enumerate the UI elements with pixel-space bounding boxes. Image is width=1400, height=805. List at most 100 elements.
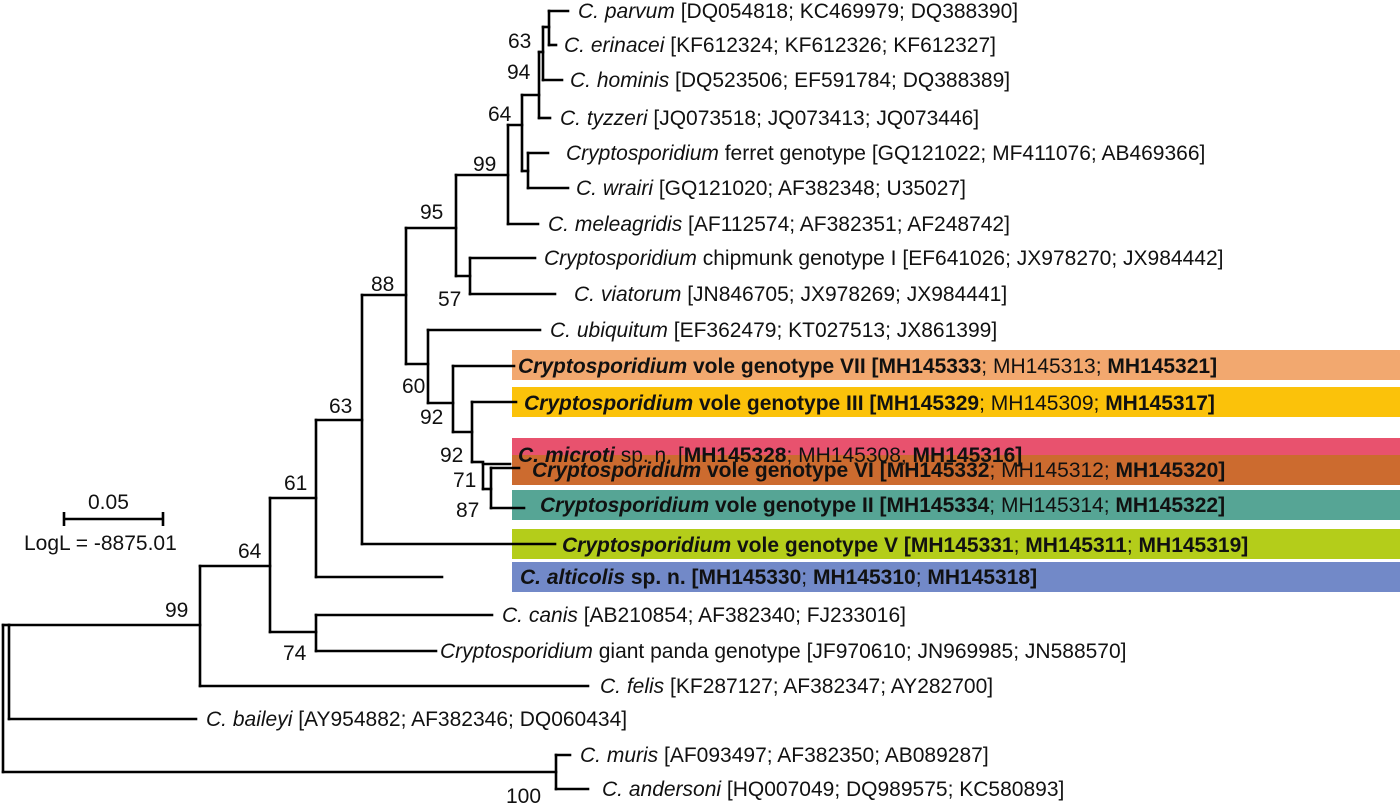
bracket: [ — [864, 392, 877, 415]
accession-number: KF287127 — [676, 675, 773, 698]
species-name: Cryptosporidium — [518, 355, 687, 378]
separator: ; — [789, 283, 801, 306]
accession-number: AB210854 — [590, 604, 688, 627]
taxon-label-felis: C. felis [KF287127; AF382347; AY282700] — [600, 675, 993, 698]
species-name: C. ubiquitum — [550, 319, 668, 342]
log-likelihood-label: LogL = -8875.01 — [24, 532, 177, 555]
bootstrap-values: 63 94 64 99 95 57 88 60 92 92 71 87 63 6… — [165, 30, 541, 805]
highlight-box-alticolis — [512, 562, 1400, 592]
taxon-label-viatorum: C. viatorum [JN846705; JX978269; JX98444… — [574, 283, 1007, 306]
accession-number: KC580893 — [959, 778, 1058, 801]
species-name: C. viatorum — [574, 283, 681, 306]
bootstrap-value: 64 — [488, 103, 512, 126]
bootstrap-value: 63 — [329, 395, 352, 418]
separator: ; — [401, 708, 412, 731]
accession-number: MH145321 — [1107, 355, 1210, 378]
bracket: ] — [1030, 566, 1037, 589]
separator: ; — [795, 604, 807, 627]
taxon-labels: C. parvum [DQ054818; KC469979; DQ388390]… — [206, 0, 1248, 801]
separator: ; — [834, 778, 846, 801]
accession-number: AF248742 — [907, 213, 1004, 236]
taxon-label-panda: Cryptosporidium giant panda genotype [JF… — [440, 640, 1127, 663]
accession-number: EF641026 — [908, 247, 1005, 270]
taxon-suffix: ferret genotype — [719, 142, 866, 165]
accession-number: MH145317 — [1105, 392, 1208, 415]
separator: ; — [1091, 142, 1102, 165]
bootstrap-value: 87 — [456, 499, 479, 522]
accession-number: AF093497 — [670, 744, 767, 767]
accession-number: JN846705 — [693, 283, 789, 306]
highlight-box-vole-vi — [512, 455, 1400, 485]
bootstrap-value: 63 — [508, 30, 531, 53]
bracket: [ — [292, 708, 304, 731]
highlight-boxes — [512, 350, 1400, 592]
separator: ; — [688, 604, 699, 627]
separator: ; — [948, 778, 960, 801]
separator: ; — [788, 0, 800, 23]
accession-number: DQ989575 — [846, 778, 948, 801]
bootstrap-value: 64 — [238, 540, 262, 563]
taxon-suffix: chipmunk genotype I — [697, 247, 897, 270]
bootstrap-value: 71 — [453, 469, 476, 492]
taxon-label-baileyi: C. baileyi [AY954882; AF382346; DQ060434… — [206, 708, 627, 731]
bracket: [ — [721, 778, 733, 801]
bootstrap-value: 99 — [473, 153, 496, 176]
accession-number: MH145308 — [798, 444, 901, 467]
bracket: [ — [686, 566, 699, 589]
bootstrap-value: 61 — [284, 472, 307, 495]
bootstrap-value: 99 — [165, 599, 188, 622]
taxon-label-parvum: C. parvum [DQ054818; KC469979; DQ388390] — [578, 0, 1018, 23]
separator: ; — [891, 69, 903, 92]
bracket: ] — [1241, 534, 1248, 557]
bracket: ] — [1015, 444, 1022, 467]
taxon-label-chipmunk: Cryptosporidium chipmunk genotype I [EF6… — [544, 247, 1223, 270]
accession-number: JX984442 — [1123, 247, 1218, 270]
separator: ; — [756, 107, 768, 130]
accession-number: DQ060434 — [520, 708, 622, 731]
species-name: C. tyzzeri — [560, 107, 649, 130]
taxon-suffix: vole genotype III — [693, 392, 863, 415]
taxon-label-ferret: Cryptosporidium ferret genotype [GQ12102… — [566, 142, 1205, 165]
accession-number: FJ233016 — [807, 604, 900, 627]
species-name: C. erinacei — [564, 34, 666, 57]
separator: ; — [865, 107, 877, 130]
species-name: C. felis — [600, 675, 665, 698]
bracket: ] — [1121, 640, 1127, 663]
accession-number: JX984441 — [907, 283, 1002, 306]
bootstrap-value: 92 — [420, 406, 443, 429]
separator: ; — [906, 640, 918, 663]
bootstrap-value: 60 — [402, 375, 425, 398]
bracket: [ — [866, 142, 878, 165]
accession-number: DQ523506 — [681, 69, 783, 92]
separator: ; — [508, 708, 520, 731]
separator: ; — [1014, 534, 1026, 557]
bracket: [ — [658, 744, 670, 767]
separator: ; — [801, 566, 813, 589]
taxon-label-muris: C. muris [AF093497; AF382350; AB089287] — [580, 744, 989, 767]
taxon-label-voleV: Cryptosporidium vole genotype V [MH14533… — [562, 534, 1248, 557]
separator: ; — [1005, 247, 1017, 270]
accession-number: MH145330 — [699, 566, 802, 589]
taxon-suffix: vole genotype VI — [701, 459, 874, 482]
highlight-box-vole-iii — [512, 387, 1400, 417]
accession-number: U35027 — [887, 177, 961, 200]
taxon-suffix: sp. n. — [625, 566, 686, 589]
separator: ; — [979, 392, 991, 415]
taxon-label-wrairi: C. wrairi [GQ121020; AF382348; U35027] — [576, 177, 966, 200]
bracket: ] — [987, 675, 993, 698]
accession-number: HQ007049 — [733, 778, 835, 801]
accession-number: EF362479 — [680, 319, 777, 342]
species-name: C. andersoni — [602, 778, 722, 801]
bootstrap-value: 94 — [507, 61, 531, 84]
bracket: [ — [866, 355, 879, 378]
taxon-suffix: vole genotype VII — [687, 355, 866, 378]
accession-number: MH145332 — [887, 459, 990, 482]
accession-number: KT027513 — [788, 319, 885, 342]
bootstrap-value: 74 — [283, 642, 307, 665]
accession-number: JX978269 — [800, 283, 895, 306]
separator: ; — [773, 675, 784, 698]
bracket: [ — [664, 675, 676, 698]
separator: ; — [980, 142, 992, 165]
accession-number: AF382348 — [778, 177, 875, 200]
accession-number: KF612324 — [676, 34, 773, 57]
